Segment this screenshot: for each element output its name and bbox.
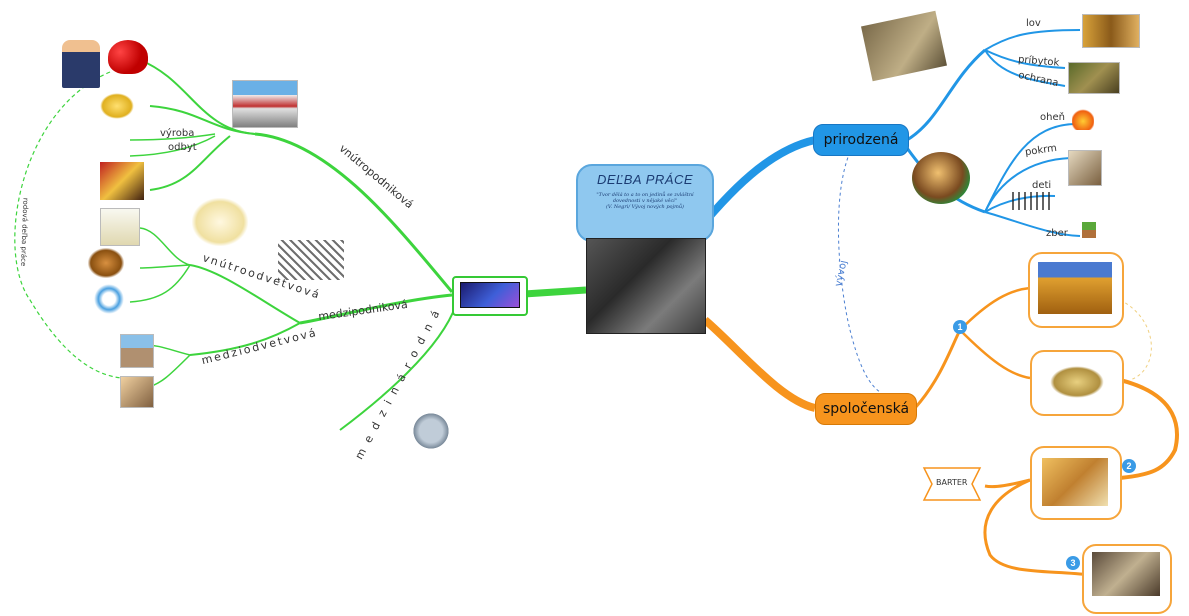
connector-spolocenska — [702, 316, 817, 412]
dashed-rodova — [14, 71, 123, 379]
central-quote-text: "Tvor dělá to a to on jedinů se zvláštní… — [596, 192, 694, 204]
central-photo — [586, 238, 706, 334]
fire-icon — [1072, 108, 1094, 130]
heart-icon — [108, 40, 148, 74]
farm-image — [1050, 366, 1104, 398]
central-quote: "Tvor dělá to a to on jedinů se zvláštní… — [586, 192, 704, 210]
barter-label: BARTER — [936, 478, 968, 487]
dashed-orange — [1119, 299, 1152, 381]
connector-milk — [139, 227, 191, 266]
connector-vnutroodvetvova — [189, 264, 301, 324]
dairy-image — [192, 198, 248, 246]
hunt-image — [1082, 14, 1140, 48]
connector-medzipodnikova — [299, 293, 453, 325]
food-products-image — [100, 162, 144, 200]
wheat-image — [1038, 262, 1112, 314]
connector-lov-group — [906, 48, 986, 142]
building-b-image — [120, 376, 154, 408]
connector-orange-main — [913, 329, 962, 409]
monitor-image[interactable] — [452, 276, 528, 316]
barter-shape[interactable] — [914, 466, 990, 502]
node-prirodzena[interactable]: prirodzená — [813, 124, 909, 156]
node-spolocenska[interactable]: spoločenská — [815, 393, 917, 425]
cheese-image — [94, 284, 124, 314]
connector-zber — [984, 211, 1081, 237]
food-image — [1068, 150, 1102, 186]
plant-icon — [1082, 222, 1096, 238]
milk-image — [100, 208, 140, 246]
connector-medzinarodna — [339, 304, 457, 431]
money-image — [1092, 552, 1160, 596]
node-prirodzena-label: prirodzená — [823, 132, 899, 148]
company-building-image — [232, 80, 298, 128]
cloud-wheat[interactable] — [1028, 252, 1124, 328]
businessman-image — [62, 40, 100, 88]
cloud-market[interactable] — [1030, 446, 1122, 520]
label-lov[interactable]: lov — [1026, 18, 1041, 29]
dashed-vyvoj — [837, 151, 881, 393]
children-image — [1012, 192, 1054, 210]
cloud-farm[interactable] — [1030, 350, 1124, 416]
connector-ohen — [984, 123, 1076, 213]
shelter-image — [1068, 62, 1120, 94]
label-odbyt[interactable]: odbyt — [168, 142, 197, 153]
badge-3: 3 — [1066, 556, 1080, 570]
connector-to-food — [149, 135, 231, 191]
badge-2: 2 — [1122, 459, 1136, 473]
connector-odbyt — [129, 135, 216, 157]
family-image — [912, 152, 970, 204]
connector-lov — [984, 29, 1081, 51]
label-deti[interactable]: deti — [1032, 180, 1052, 191]
monitor-screen — [460, 282, 520, 308]
central-title: DEĽBA PRÁCE — [596, 172, 694, 187]
connector-center-monitor — [523, 286, 587, 298]
globe-image — [400, 408, 462, 454]
connector-pribytok — [984, 49, 1066, 69]
connector-medziodvetvova — [189, 322, 301, 356]
label-vyroba[interactable]: výroba — [160, 128, 195, 139]
connector-money — [983, 478, 1091, 577]
connector-to-coins — [149, 105, 256, 135]
connector-jerry — [139, 264, 191, 269]
central-topic[interactable]: DEĽBA PRÁCE "Tvor dělá to a to on jedinů… — [576, 164, 714, 242]
badge-1: 1 — [953, 320, 967, 334]
cloud-money[interactable] — [1082, 544, 1172, 614]
coins-image — [100, 93, 134, 119]
market-image — [1042, 458, 1108, 506]
connector-vyroba — [129, 133, 216, 141]
central-quote-source: (V. Negri/ Vývoj nových pojmů) — [605, 204, 685, 210]
connector-pokrm — [984, 157, 1071, 213]
node-spolocenska-label: spoločenská — [822, 401, 910, 417]
jerry-image — [88, 248, 124, 278]
network-image — [278, 240, 344, 280]
connector-ochrana — [984, 49, 1066, 87]
label-ohen[interactable]: oheň — [1040, 112, 1065, 123]
connector-to-market — [1119, 378, 1179, 480]
building-a-image — [120, 334, 154, 368]
connector-farm — [959, 329, 1031, 380]
connector-wheat — [959, 286, 1031, 331]
connector-vnutropodnikova — [254, 132, 454, 293]
label-zber[interactable]: zber — [1046, 228, 1068, 239]
connector-cheese — [129, 264, 191, 303]
